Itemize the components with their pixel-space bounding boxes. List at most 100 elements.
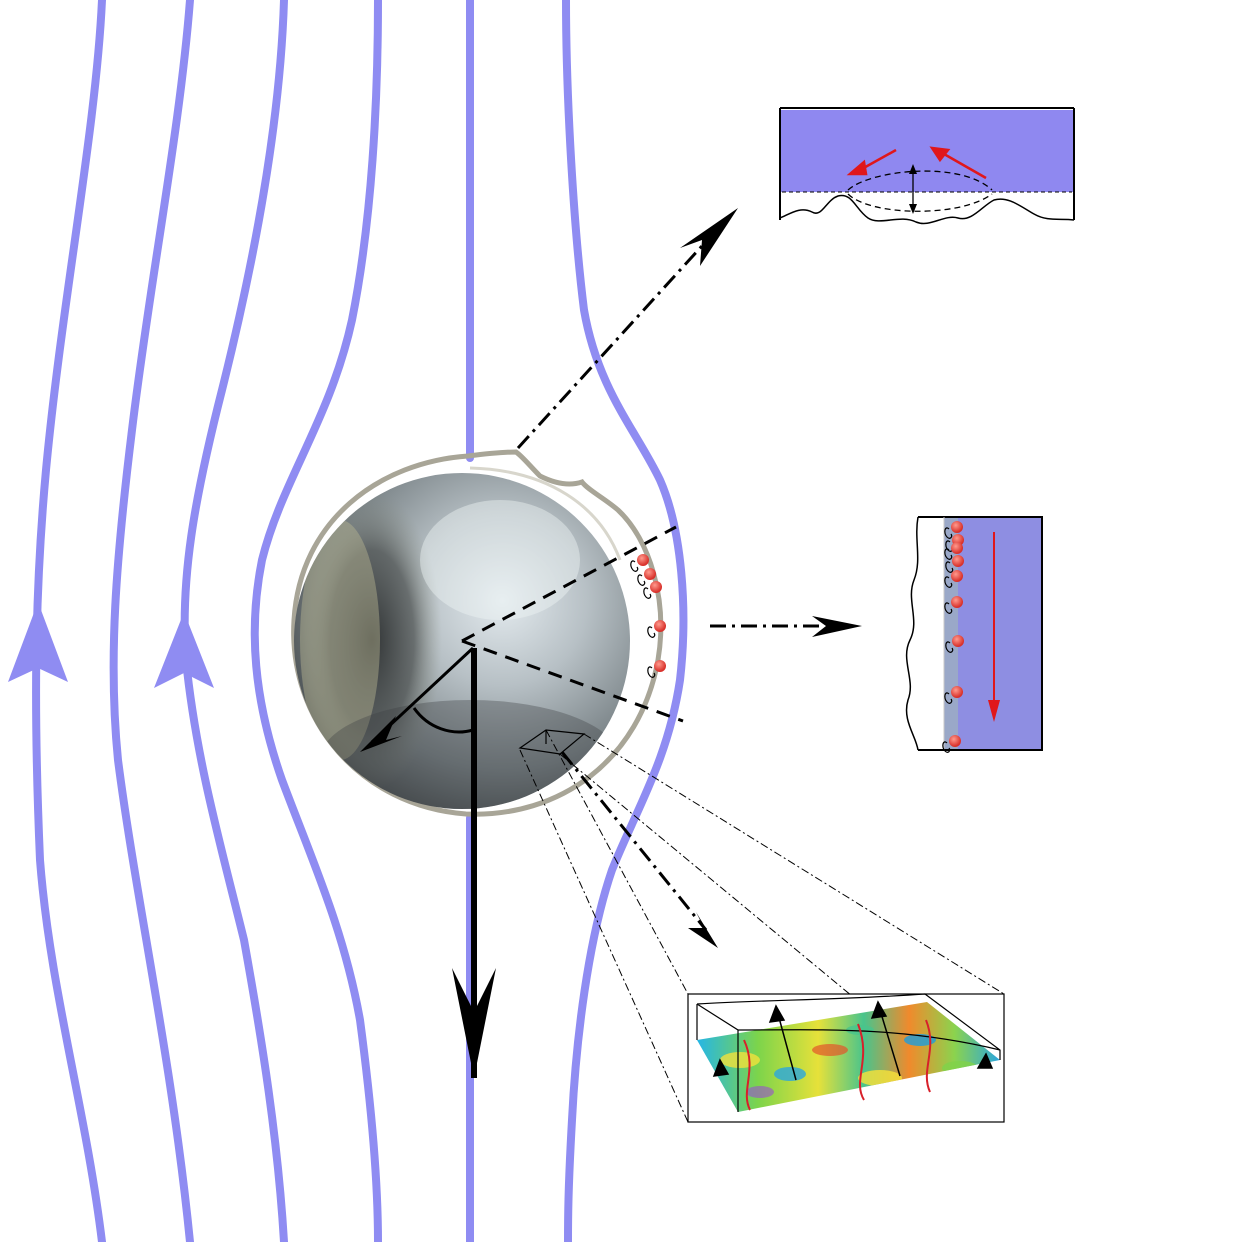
surfactant-particle-icon xyxy=(630,554,649,572)
particle-body xyxy=(654,620,666,632)
gravity-down-arrow-icon xyxy=(452,968,496,1078)
zoom-guide-2 xyxy=(545,729,689,995)
interface-deformation-inset xyxy=(779,107,1075,225)
streamline-arrows xyxy=(8,602,214,688)
zoom-guide-3 xyxy=(583,733,1005,995)
dash-dot-leader-arrow-icon xyxy=(688,912,718,948)
sector-line-upper xyxy=(461,525,677,643)
streamline-2 xyxy=(109,0,194,1242)
surfactant-particle-icon xyxy=(637,568,656,586)
zoom-guides xyxy=(519,729,1005,1123)
particle-tail xyxy=(944,527,953,539)
surface-blob xyxy=(720,1052,760,1068)
zoom-guide-1 xyxy=(519,749,689,1123)
surface-arrow-line xyxy=(777,1013,797,1081)
particle-tail xyxy=(647,626,656,638)
particle-body xyxy=(637,554,649,566)
streamline-6 xyxy=(562,0,688,1242)
surfactant-particle-icon xyxy=(944,542,963,560)
red-flow-arrow-icon xyxy=(988,700,1000,722)
surface-box-lines xyxy=(696,993,1001,1112)
red-flow-arrow-right xyxy=(943,152,987,180)
particle-body xyxy=(949,735,961,747)
particle-tail xyxy=(945,561,954,573)
surface-red-path xyxy=(743,1039,751,1111)
surface-red-path xyxy=(925,1019,932,1093)
leader-to-surface-inset xyxy=(560,751,708,931)
particle-tail xyxy=(944,692,953,704)
film-frame xyxy=(918,516,1043,751)
surfactant-particle-icon xyxy=(944,521,963,539)
leader-arrows xyxy=(516,222,822,931)
solid-sphere xyxy=(294,473,630,809)
sector-line-lower xyxy=(461,639,684,723)
particle-tail xyxy=(944,576,953,588)
radius-arrowhead-icon xyxy=(360,716,402,752)
sphere-dark-lower xyxy=(320,700,620,809)
leader-to-top-inset xyxy=(516,222,724,450)
surfactant-particle-icon xyxy=(944,596,963,614)
particle-tail xyxy=(647,666,656,678)
surfactant-particle-icon xyxy=(647,620,666,638)
deformed-interface-lower xyxy=(847,193,993,212)
streamline-4 xyxy=(250,0,382,1242)
particle-body xyxy=(654,660,666,672)
surfactant-particle-icon xyxy=(643,581,662,599)
surface-blob xyxy=(812,1044,848,1056)
rough-solid-surface xyxy=(779,194,1075,225)
surface-up-arrow-icon xyxy=(712,1058,730,1077)
film-rough-wall xyxy=(905,516,919,751)
particle-body xyxy=(951,570,963,582)
surfactant-particle-icon xyxy=(942,735,961,753)
surface-red-path xyxy=(857,1023,865,1101)
particle-body xyxy=(951,596,963,608)
film-particles xyxy=(942,521,964,753)
surface-up-arrow-icon xyxy=(870,1000,888,1019)
particle-tail xyxy=(945,641,954,653)
streamline-1 xyxy=(32,0,106,1242)
particle-body xyxy=(951,521,963,533)
particle-body xyxy=(644,568,656,580)
surface-blob xyxy=(746,1086,774,1098)
particle-body xyxy=(650,581,662,593)
interface-frame xyxy=(779,107,1075,220)
streamline-3 xyxy=(180,0,288,1242)
surface-arrow-line xyxy=(879,1009,901,1077)
particle-body xyxy=(951,542,963,554)
particle-tail xyxy=(944,602,953,614)
surfactant-film-inset xyxy=(905,516,1043,753)
amplitude-up-arrow-icon xyxy=(909,164,917,174)
particle-tail xyxy=(637,574,646,586)
deformed-interface-upper xyxy=(847,170,993,191)
sector-lines xyxy=(461,525,684,723)
surface-red-paths xyxy=(743,1019,932,1111)
gravity-arrow xyxy=(452,648,496,1078)
surface-up-arrow-icon xyxy=(768,1004,786,1023)
dash-dot-leader-arrow-icon xyxy=(680,208,738,266)
sphere-particles xyxy=(630,554,666,678)
particle-tail xyxy=(942,741,951,753)
particle-tail xyxy=(643,587,652,599)
shell-inner-highlight xyxy=(469,466,622,561)
surfactant-particle-icon xyxy=(945,555,964,573)
red-flow-arrow-icon xyxy=(846,159,868,176)
fluid-region xyxy=(780,110,1074,192)
particle-body xyxy=(951,686,963,698)
surfactant-particle-icon xyxy=(945,635,964,653)
sphere-crater-edge xyxy=(300,520,380,760)
streamline-up-arrow-icon xyxy=(154,612,214,688)
red-flow-arrow-icon xyxy=(929,146,951,163)
surface-up-arrow-icon xyxy=(976,1052,994,1069)
streamline-up-arrow-icon xyxy=(8,602,68,682)
sphere-crater-shadow xyxy=(302,490,442,790)
angle-arc xyxy=(412,707,474,734)
surface-blob xyxy=(774,1067,806,1081)
surface-texture-inset xyxy=(687,993,1005,1123)
particle-body xyxy=(952,555,964,567)
surfactant-particle-icon xyxy=(944,570,963,588)
red-flow-arrows xyxy=(846,146,987,180)
particle-tail xyxy=(630,560,639,572)
particle-body xyxy=(952,635,964,647)
surfactant-particle-icon xyxy=(944,686,963,704)
leader-arrowheads xyxy=(680,208,862,948)
